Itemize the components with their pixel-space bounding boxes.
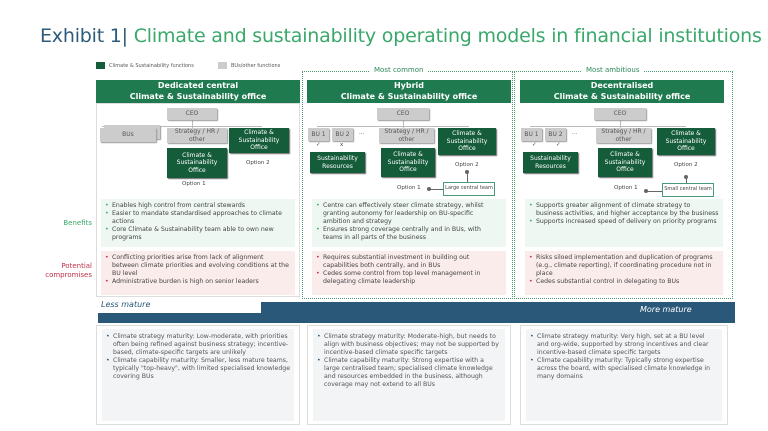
maturity-item: Climate capability maturity: Strong expe… [317,357,501,389]
bus-box: BUs [100,128,156,142]
cross-icon: x [340,142,344,148]
compromise-item: Conflicting priorities arise from lack o… [105,254,291,278]
ceo-box: CEO [167,108,217,120]
resources-box: Sustainability Resources [310,152,365,173]
maturity-item: Climate strategy maturity: Low-moderate,… [106,333,290,357]
strategy-box: Strategy / HR / other [596,128,651,143]
legend-grey-label: BUs/other functions [231,62,281,69]
column-card [96,103,300,297]
maturity-item: Climate capability maturity: Typically s… [530,357,718,381]
bu1-box: BU 1 [521,128,542,141]
benefit-item: Enables high control from central stewar… [105,202,291,210]
compromise-item: Cedes some control from top level manage… [316,270,502,286]
header-line-1: Dedicated central [157,81,239,90]
benefit-item: Core Climate & Sustainability team able … [105,226,291,242]
less-mature-label: Less mature [101,300,151,309]
option1-label: Option 1 [614,185,638,191]
office-option1-box: Climate & Sustainability Office [381,148,435,177]
team-box: Small central team [662,183,714,197]
option2-label: Option 2 [246,160,270,166]
maturity-decentralised: Climate strategy maturity: Very high, se… [520,325,728,425]
option2-label: Option 2 [455,162,479,168]
resources-box: Sustainability Resources [523,152,578,173]
option2-label: Option 2 [674,162,698,168]
header-line-2: Climate & Sustainability office [553,91,691,101]
maturity-item: Climate strategy maturity: Moderate-high… [317,333,501,357]
header-line-2: Climate & Sustainability office [340,91,478,101]
legend-green: Climate & Sustainability functions [96,62,194,69]
benefit-item: Centre can effectively steer climate str… [316,202,502,226]
header-line-1: Decentralised [590,81,654,90]
strategy-box: Strategy / HR / other [167,128,227,143]
exhibit-number: Exhibit 1| [40,25,128,47]
office-option2-box: Climate & Sustainability Office [229,128,289,153]
check-icon: ✓ [556,142,561,148]
maturity-item: Climate capability maturity: Smaller, le… [106,357,290,381]
benefit-item: Ensures strong coverage centrally and in… [316,226,502,242]
most-common-tag: Most common [370,66,428,74]
maturity-band [98,313,735,323]
header-line-1: Hybrid [393,81,425,90]
office-option2-box: Climate & Sustainability Office [657,128,715,155]
green-swatch [96,62,105,69]
option1-label: Option 1 [182,181,206,187]
office-option1-box: Climate & Sustainability Office [167,148,227,178]
ceo-box: CEO [594,108,646,120]
strategy-box: Strategy / HR / other [379,128,434,143]
compromises-hybrid: Requires substantial investment in build… [312,251,506,295]
benefit-item: Easier to mandate standardised approache… [105,210,291,226]
benefits-dedicated: Enables high control from central stewar… [101,199,295,247]
check-icon: ✓ [316,142,321,148]
legend-grey: BUs/other functions [218,62,280,69]
maturity-hybrid: Climate strategy maturity: Moderate-high… [307,325,511,425]
compromises-dedicated: Conflicting priorities arise from lack o… [101,251,295,295]
compromises-label-1: Potential [61,262,92,270]
option1-label: Option 1 [397,185,421,191]
ceo-box: CEO [377,108,429,120]
office-option1-box: Climate & Sustainability Office [598,148,652,177]
title-text: Climate and sustainability operating mod… [127,25,762,47]
compromise-item: Cedes substantial control in delegating … [529,278,719,286]
header-line-2: Climate & Sustainability office [129,91,267,101]
legend-green-label: Climate & Sustainability functions [109,62,194,69]
maturity-item: Climate strategy maturity: Very high, se… [530,333,718,357]
bu2-box: BU 2 [545,128,566,141]
more-bus: ... [572,130,578,136]
more-mature-label: More mature [640,305,692,314]
benefits-label: Benefits [63,219,92,227]
maturity-dedicated: Climate strategy maturity: Low-moderate,… [96,325,300,425]
compromise-item: Requires substantial investment in build… [316,254,502,270]
benefit-item: Supports greater alignment of climate st… [529,202,719,218]
more-bus: ... [359,130,365,136]
team-box: Large central team [443,182,495,196]
compromise-item: Administrative burden is high on senior … [105,278,291,286]
bu2-box: BU 2 [332,128,353,141]
office-option2-box: Climate & Sustainability Office [438,128,496,155]
maturity-band-step [261,302,735,314]
benefits-hybrid: Centre can effectively steer climate str… [312,199,506,247]
benefits-decentralised: Supports greater alignment of climate st… [525,199,723,247]
compromises-decentralised: Risks siloed implementation and duplicat… [525,251,723,295]
most-ambitious-tag: Most ambitious [582,66,644,74]
check-icon: ✓ [532,142,537,148]
compromises-label-2: compromises [45,271,92,279]
grey-swatch [218,62,227,69]
benefit-item: Supports increased speed of delivery on … [529,218,719,226]
page-title: Exhibit 1| Climate and sustainability op… [40,25,762,47]
bu1-box: BU 1 [308,128,329,141]
compromise-item: Risks siloed implementation and duplicat… [529,254,719,278]
